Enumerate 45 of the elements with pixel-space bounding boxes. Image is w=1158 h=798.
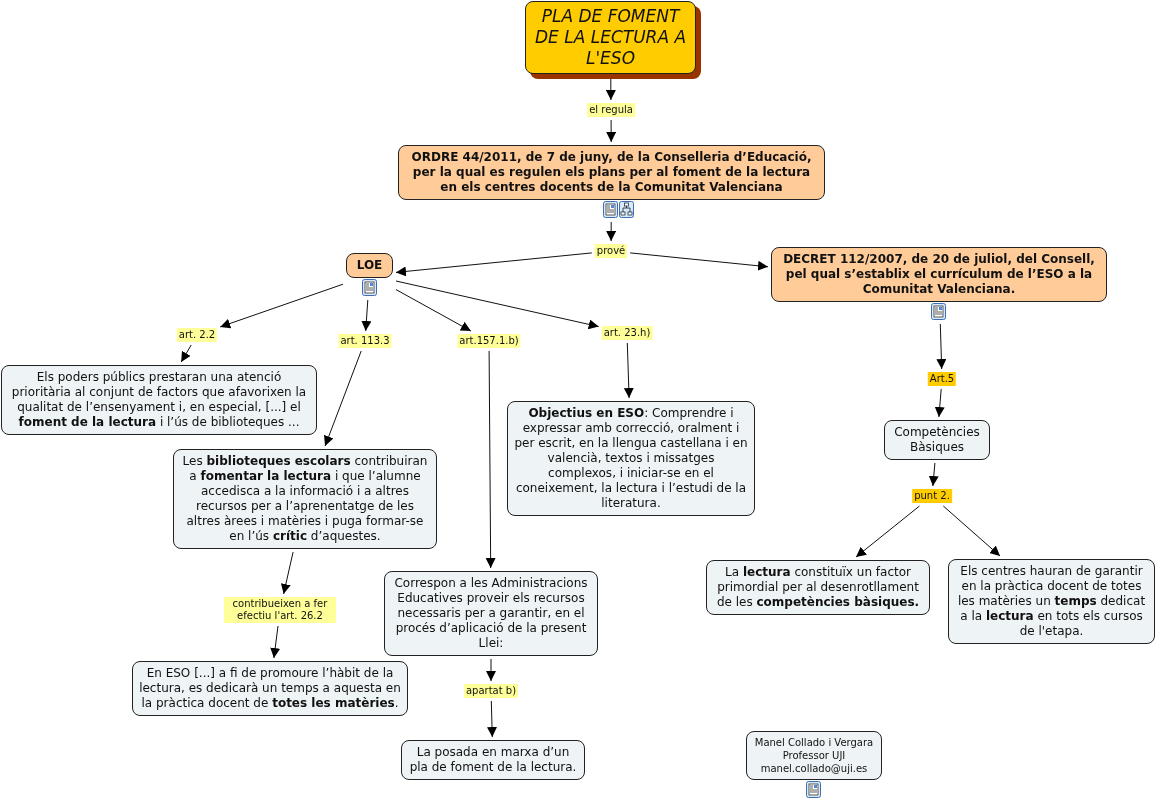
arrow <box>606 119 617 143</box>
arrow <box>361 299 372 332</box>
linking-phrase: art.157.1.b) <box>457 334 521 348</box>
arrow <box>487 700 497 738</box>
arrow <box>395 252 593 277</box>
arrow <box>855 505 920 558</box>
law-box: DECRET 112/2007, de 20 de juliol, del Consell, pel qual s’establix el currículum de l’ESO a la Comunitat Valenciana. <box>771 247 1107 302</box>
arrow <box>219 283 344 329</box>
linking-phrase: el regula <box>587 103 635 117</box>
concept-box: La posada en marxa d’un pla de foment de la lectura. <box>401 740 585 780</box>
arrow <box>942 505 1001 557</box>
arrow <box>934 388 945 418</box>
linking-phrase: art. 113.3 <box>338 334 392 348</box>
concept-box: Objectius en ESO: Comprendre i expressar amb correcció, oralment i per escrit, en la llengua castellana i en valencià, textos i missatges complexos, i iniciar-se en el coneixement, la lectura i l’estudi de la literatura. <box>507 401 755 516</box>
arrow <box>605 76 616 101</box>
arrow <box>936 323 947 370</box>
concept-box: Correspon a les Administracions Educatives proveir els recursos necessaris per a garantir, en el procés d’aplicació de la present Llei: <box>384 571 598 656</box>
law-box: LOE <box>346 253 393 278</box>
arrow <box>486 658 496 682</box>
arrow <box>324 350 362 447</box>
arrow <box>270 625 281 659</box>
arrow <box>180 344 192 363</box>
author-box: Manel Collado i Vergara Professor UJI manel.collado@uji.es <box>746 731 882 780</box>
linking-phrase: art. 2.2 <box>176 328 218 342</box>
linking-phrase: Art.5 <box>927 372 957 386</box>
arrow <box>606 221 617 242</box>
law-box: ORDRE 44/2011, de 7 de juny, de la Conselleria d’Educació, per la qual es regulen els plans per al foment de la lectura en els centres docents de la Comunitat Valenciana <box>398 145 825 200</box>
linking-phrase: prové <box>594 244 628 258</box>
linking-phrase: art. 23.h) <box>601 326 653 340</box>
concept-box: Les biblioteques escolars contribuiran a fomentar la lectura i que l’alumne accedisca a la informació i a altres recursos per a l’aprenentatge de les altres àrees i matèries i puga formar-se en l’ús crític d’aquestes. <box>173 449 437 549</box>
concept-box: Els poders públics prestaran una atenció prioritària al conjunt de factors que afavorixen la qualitat de l’ensenyament i, en especial, [...] el foment de la lectura i l’ús de biblioteques ... <box>1 365 317 435</box>
arrow <box>629 252 769 271</box>
arrow <box>395 289 472 332</box>
arrow <box>395 280 600 330</box>
arrow <box>280 551 294 595</box>
concept-box: Competències Bàsiques <box>884 420 990 460</box>
arrow <box>623 342 634 399</box>
arrow <box>928 462 939 487</box>
arrow <box>485 350 496 569</box>
concept-box: En ESO [...] a fi de promoure l’hàbit de la lectura, es dedicarà un temps a aquesta en la pràctica docent de totes les matèries. <box>132 661 408 716</box>
linking-phrase: contribueixen a fer efectiu l'art. 26.2 <box>224 597 336 623</box>
concept-box: Els centres hauran de garantir en la pràctica docent de totes les matèries un temps dedicat a la lectura en tots els cursos de l'etapa. <box>948 559 1155 644</box>
linking-phrase: punt 2. <box>912 489 952 503</box>
concept-box: La lectura constituïx un factor primordial per al desenrotllament de les competències bàsiques. <box>706 560 930 615</box>
linking-phrase: apartat b) <box>463 684 519 698</box>
